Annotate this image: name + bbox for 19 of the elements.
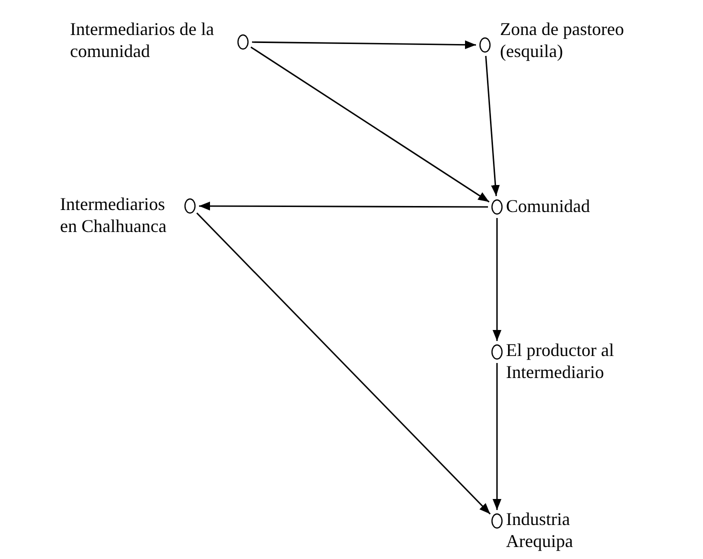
node-label: Comunidad xyxy=(506,195,591,217)
arrow xyxy=(492,218,502,341)
circle-marker xyxy=(491,344,503,360)
circle-marker xyxy=(184,198,196,214)
circle-marker xyxy=(479,37,491,53)
circle-marker xyxy=(237,34,249,50)
arrow xyxy=(492,363,502,510)
node-label: El productor al Intermediario xyxy=(506,339,615,383)
node-label: Zona de pastoreo (esquila) xyxy=(500,18,625,62)
node-label: Intermediarios en Chalhuanca xyxy=(60,193,168,237)
node-label: Industria Arequipa xyxy=(506,508,574,552)
arrow xyxy=(250,46,490,202)
node-label: Intermediarios de la comunidad xyxy=(70,18,215,62)
circle-marker xyxy=(491,513,503,529)
arrow xyxy=(196,212,491,514)
arrow xyxy=(199,202,488,210)
circle-marker xyxy=(491,199,503,215)
arrow xyxy=(252,40,476,50)
arrow xyxy=(485,56,500,196)
